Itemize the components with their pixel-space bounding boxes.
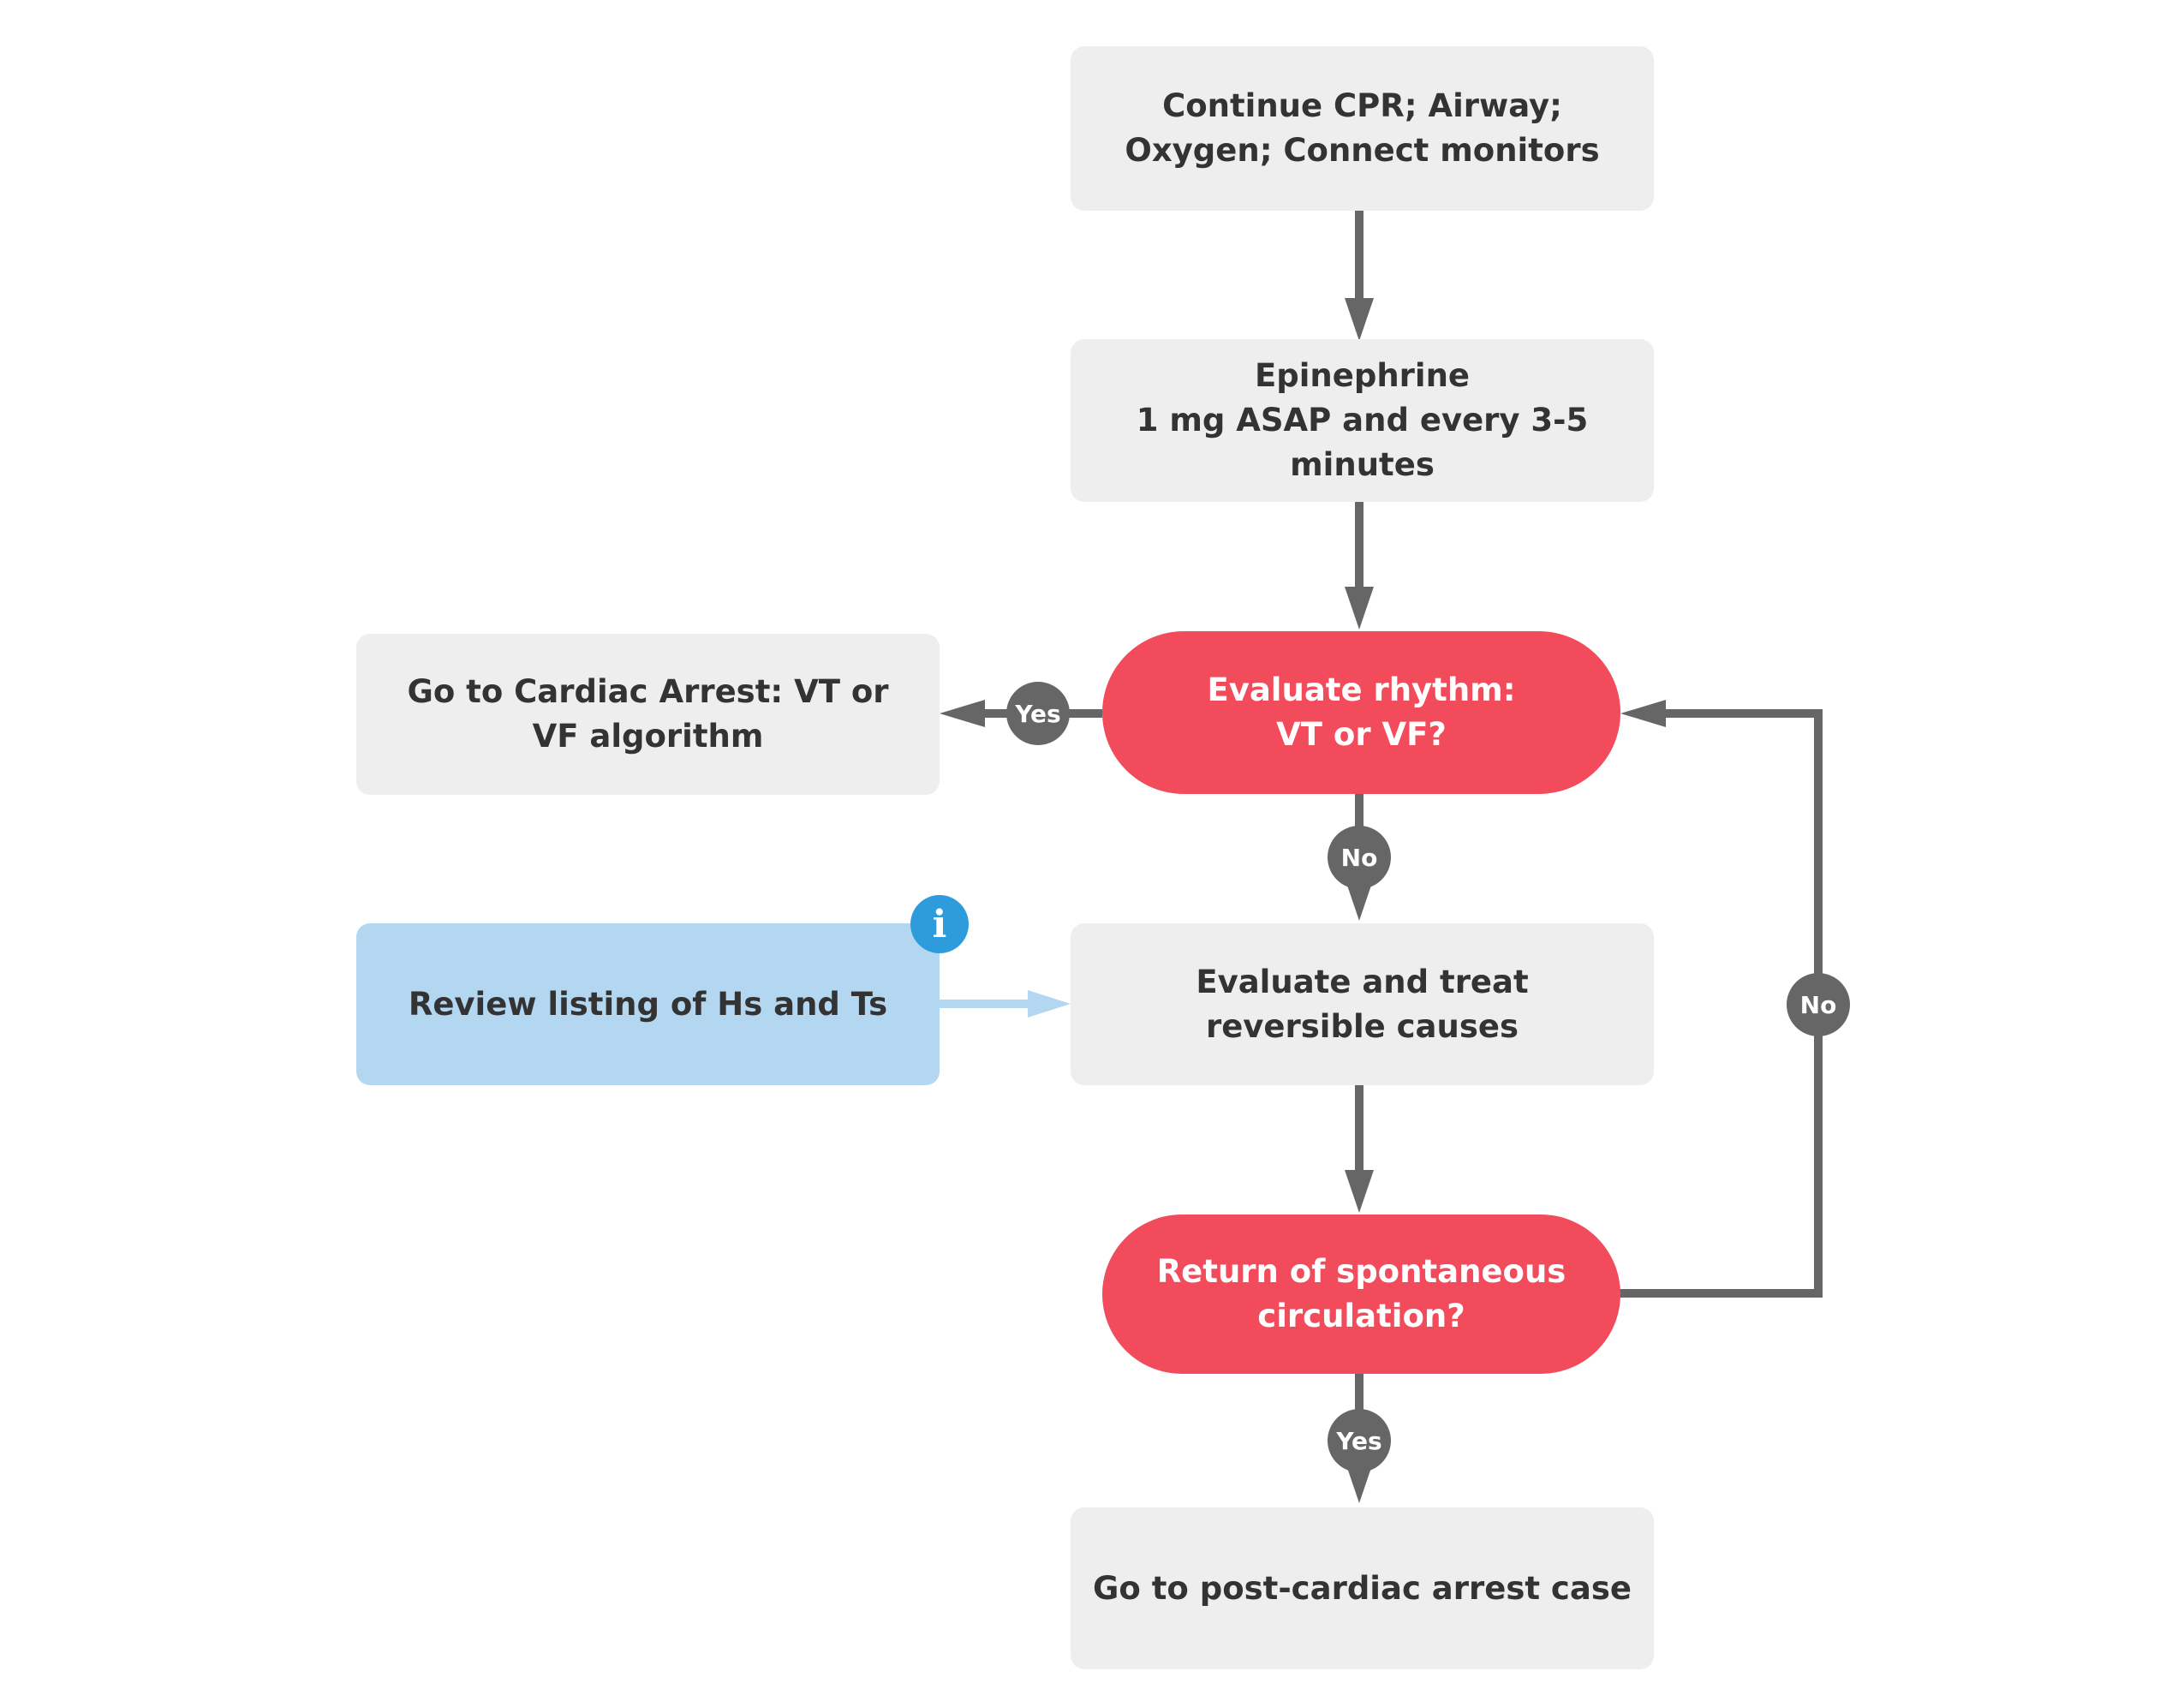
post-cardiac-arrest-label: Go to post-cardiac arrest case [1093,1569,1632,1607]
rosc-yes-badge: Yes [1328,1409,1391,1472]
evaluate-treat-causes-step: Evaluate and treat reversible causes [1071,923,1654,1085]
review-hs-ts-resource[interactable]: Review listing of Hs and Ts [356,923,940,1085]
post-cardiac-arrest-step[interactable]: Go to post-cardiac arrest case [1071,1507,1654,1669]
epinephrine-title: Epinephrine [1254,357,1471,394]
rhythm-yes-badge: Yes [1006,682,1070,745]
rosc-no-label: No [1799,990,1837,1019]
evaluate-treat-causes-label: Evaluate and treat reversible causes [1196,963,1529,1045]
rosc-label: Return of spontaneous circulation? [1156,1253,1566,1334]
rhythm-yes-label: Yes [1015,699,1061,728]
vt-vf-algorithm-label: Go to Cardiac Arrest: VT or VF algorithm [407,673,889,755]
arrowhead [1345,298,1374,341]
rosc-yes-label: Yes [1336,1426,1382,1455]
evaluate-rhythm-decision: Evaluate rhythm: VT or VF? [1102,631,1620,794]
vt-vf-algorithm-step[interactable]: Go to Cardiac Arrest: VT or VF algorithm [356,634,940,795]
arrowhead [940,700,985,727]
arrowhead [1620,700,1666,727]
epinephrine-detail: 1 mg ASAP and every 3-5 minutes [1136,402,1589,483]
review-hs-ts-label: Review listing of Hs and Ts [408,985,888,1023]
rosc-no-badge: No [1787,973,1850,1036]
arrowhead [1028,990,1071,1018]
continue-cpr-label: Continue CPR; Airway; Oxygen; Connect mo… [1125,87,1600,169]
epinephrine-step: Epinephrine 1 mg ASAP and every 3-5 minu… [1071,339,1654,502]
continue-cpr-step: Continue CPR; Airway; Oxygen; Connect mo… [1071,46,1654,211]
arrowhead [1345,878,1374,921]
info-icon[interactable]: i [910,895,969,953]
rosc-decision: Return of spontaneous circulation? [1102,1215,1620,1374]
arrowhead [1345,1170,1374,1213]
rhythm-no-badge: No [1328,826,1391,889]
evaluate-rhythm-line1: Evaluate rhythm: [1207,671,1516,708]
evaluate-rhythm-line2: VT or VF? [1276,716,1447,753]
arrowhead [1345,587,1374,630]
rhythm-no-label: No [1340,843,1378,872]
